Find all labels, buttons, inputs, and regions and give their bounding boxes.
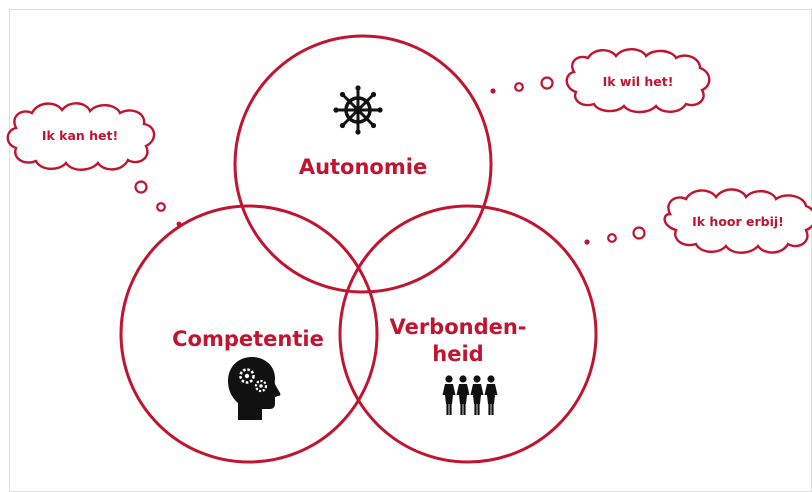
group-people-icon xyxy=(442,375,498,415)
thought-bubble-right: Ik hoor erbij! xyxy=(663,188,812,254)
thought-bubble-top-right: Ik wil het! xyxy=(565,48,711,114)
thought-bubble-left: Ik kan het! xyxy=(6,102,156,171)
thought-dots-left xyxy=(134,180,182,227)
bubble-right-text: Ik hoor erbij! xyxy=(692,214,784,229)
ship-wheel-icon xyxy=(333,85,383,135)
bubble-top-right-text: Ik wil het! xyxy=(603,74,674,89)
circle-autonomie xyxy=(233,34,493,294)
thought-dots-right xyxy=(584,226,646,245)
verbondenheid-label-line1: Verbonden- xyxy=(389,315,526,339)
thought-dots-top-right xyxy=(490,76,554,94)
circle-verbondenheid xyxy=(338,204,598,464)
head-gears-icon xyxy=(228,357,281,420)
bubble-left-text: Ik kan het! xyxy=(42,128,118,143)
circle-competentie xyxy=(119,204,379,464)
competentie-label: Competentie xyxy=(172,327,324,351)
autonomie-label: Autonomie xyxy=(299,155,427,179)
verbondenheid-label-line2: heid xyxy=(432,342,483,366)
